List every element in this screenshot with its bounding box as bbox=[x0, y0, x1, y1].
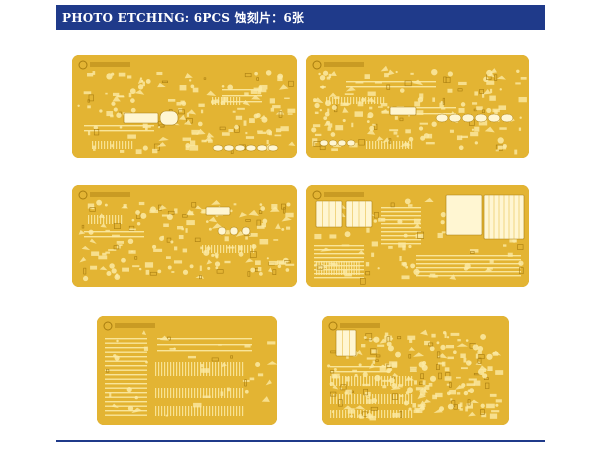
photo-etch-sheet-3 bbox=[72, 185, 297, 287]
photo-etch-sheet-5 bbox=[97, 316, 277, 425]
photo-etch-sheet-2 bbox=[306, 55, 529, 158]
etch-pattern bbox=[72, 55, 297, 158]
photo-etch-sheet-1 bbox=[72, 55, 297, 158]
etch-pattern bbox=[322, 316, 509, 425]
header-bar: PHOTO ETCHING: 6PCS 蚀刻片：6张 bbox=[56, 5, 545, 30]
page-title: PHOTO ETCHING: 6PCS 蚀刻片：6张 bbox=[62, 11, 305, 25]
photo-etch-sheet-4 bbox=[306, 185, 529, 287]
etch-pattern bbox=[72, 185, 297, 287]
photo-etch-sheet-6 bbox=[322, 316, 509, 425]
bottom-divider bbox=[56, 440, 545, 442]
etch-pattern bbox=[97, 316, 277, 425]
etch-pattern bbox=[306, 185, 529, 287]
etch-pattern bbox=[306, 55, 529, 158]
